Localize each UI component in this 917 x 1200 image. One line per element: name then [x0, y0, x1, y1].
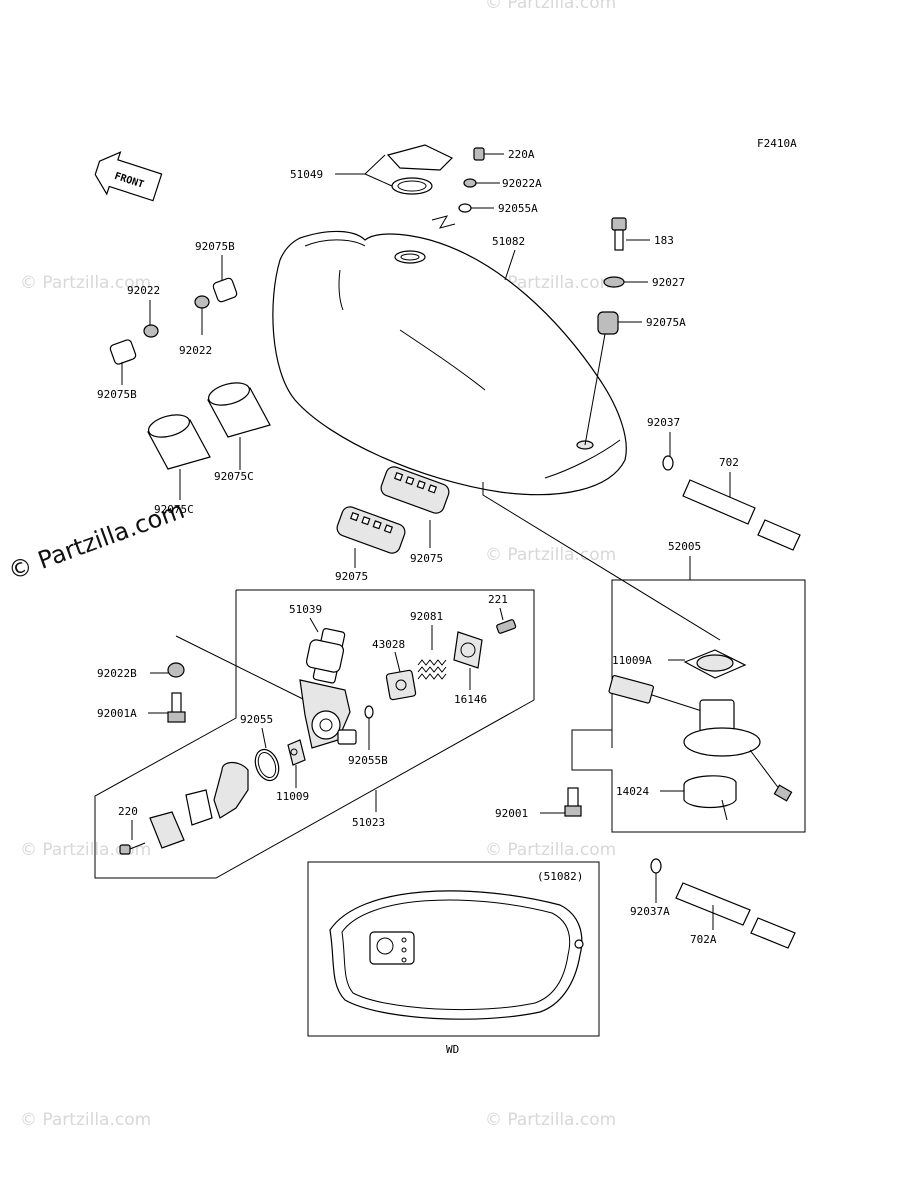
damper-92075C-left	[147, 414, 211, 470]
label-702A: 702A	[690, 933, 717, 946]
label-702: 702	[719, 456, 739, 469]
label-51049: 51049	[290, 168, 323, 181]
damper-92075C-right	[207, 382, 271, 438]
rubber-block-left	[336, 506, 406, 554]
label-92075B-top: 92075B	[195, 240, 235, 253]
label-92075-right: 92075	[410, 552, 443, 565]
label-92037A: 92037A	[630, 905, 670, 918]
label-92081: 92081	[410, 610, 443, 623]
bolt-183	[611, 217, 650, 251]
label-16146: 16146	[454, 693, 487, 706]
label-183: 183	[654, 234, 674, 247]
label-92022B: 92022B	[97, 667, 137, 680]
label-14024: 14024	[616, 785, 649, 798]
label-11009A: 11009A	[612, 654, 652, 667]
label-92055: 92055	[240, 713, 273, 726]
label-92001A: 92001A	[97, 707, 137, 720]
label-43028: 43028	[372, 638, 405, 651]
label-92022-left: 92022	[127, 284, 160, 297]
label-92075B-left: 92075B	[97, 388, 137, 401]
label-92022A: 92022A	[502, 177, 542, 190]
label-92075A: 92075A	[646, 316, 686, 329]
label-92055A: 92055A	[498, 202, 538, 215]
label-92001: 92001	[495, 807, 528, 820]
label-92075C-left: 92075C	[154, 503, 194, 516]
label-92075-left: 92075	[335, 570, 368, 583]
grommet-92075A	[597, 311, 642, 335]
bolt-92001A	[167, 692, 186, 723]
label-92075C-right: 92075C	[214, 470, 254, 483]
label-51039: 51039	[289, 603, 322, 616]
screw-220	[119, 842, 146, 855]
label-52005: 52005	[668, 540, 701, 553]
screw-220A	[473, 147, 504, 161]
front-arrow-icon: FRONT	[94, 151, 163, 202]
label-51023: 51023	[352, 816, 385, 829]
label-51082-ref: (51082)	[537, 870, 583, 883]
label-221: 221	[488, 593, 508, 606]
watermark: © Partzilla.com	[20, 1110, 151, 1130]
label-11009: 11009	[276, 790, 309, 803]
fuel-pump-assembly	[608, 649, 793, 821]
label-220: 220	[118, 805, 138, 818]
watermark: © Partzilla.com	[485, 1110, 616, 1130]
rubber-block-right	[380, 466, 450, 514]
label-51082: 51082	[492, 235, 525, 248]
spring-92081	[417, 659, 447, 680]
label-wd: WD	[446, 1043, 459, 1056]
cap-plate	[386, 144, 454, 195]
label-220A: 220A	[508, 148, 535, 161]
label-92022-mid: 92022	[179, 344, 212, 357]
watermark: © Partzilla.com	[20, 273, 151, 293]
watermark: © Partzilla.com	[485, 0, 616, 13]
watermark: © Partzilla.com	[485, 545, 616, 565]
tank-wd-variant	[329, 890, 584, 1020]
diagram-code: F2410A	[757, 137, 797, 150]
watermark: © Partzilla.com	[485, 840, 616, 860]
fuel-cock	[299, 628, 357, 749]
label-92027: 92027	[652, 276, 685, 289]
watermark: © Partzilla.com	[20, 840, 151, 860]
fuel-tank	[272, 230, 627, 496]
label-92055B: 92055B	[348, 754, 388, 767]
label-92037: 92037	[647, 416, 680, 429]
bolt-92001	[564, 787, 582, 817]
